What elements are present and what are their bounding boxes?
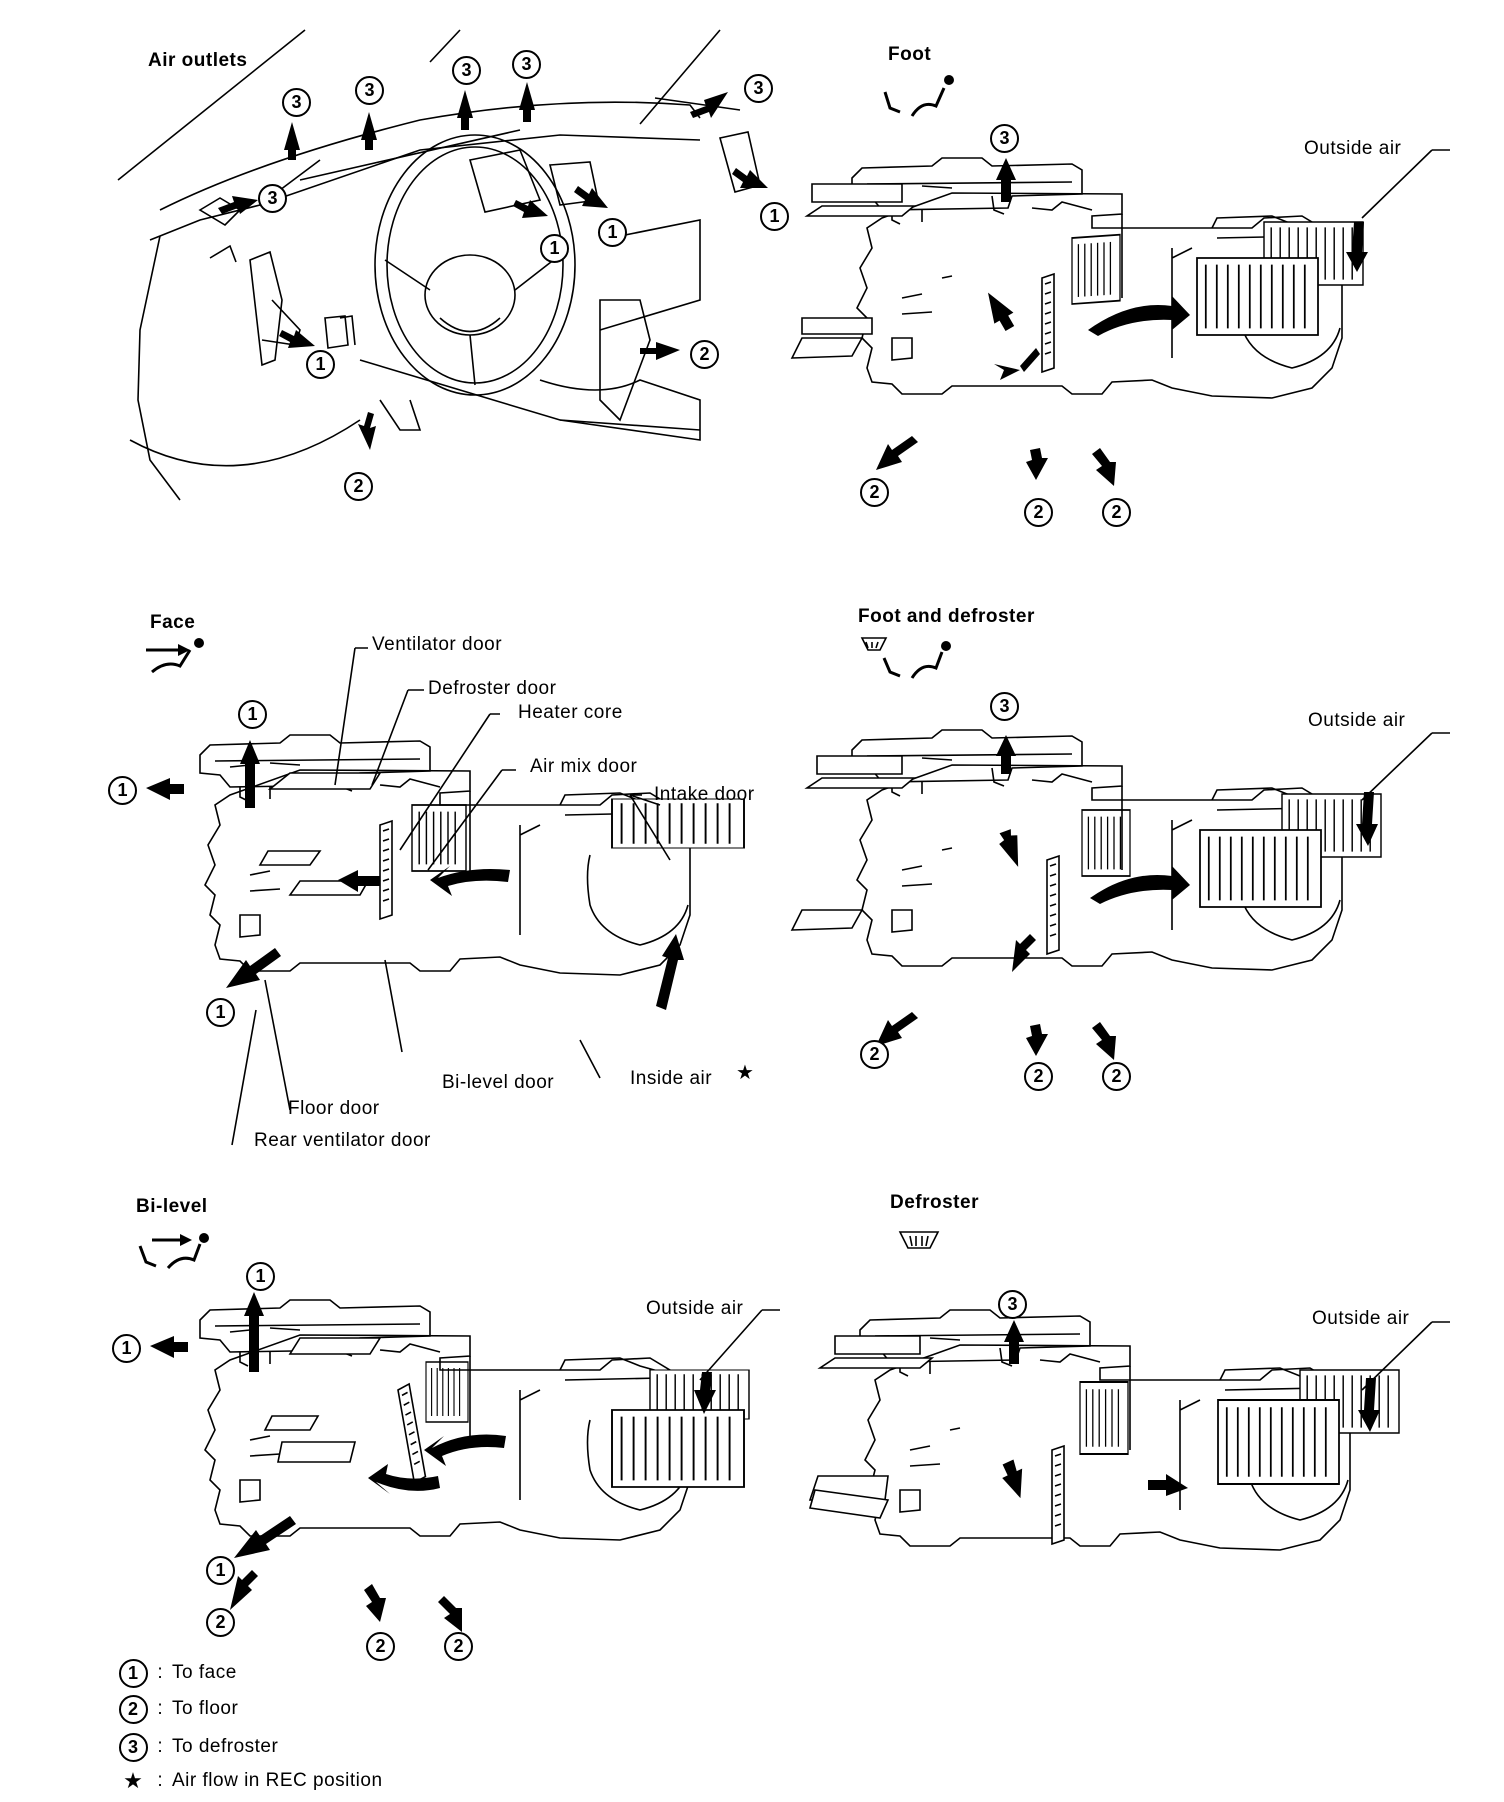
floor-door-label: Floor door: [288, 1098, 380, 1119]
to-face-marker: 1: [108, 776, 137, 805]
foot-and-defroster-outside-air-label: Outside air: [1308, 710, 1406, 731]
dashboard-drawing: [117, 29, 761, 501]
to-defroster-marker: 3: [355, 76, 384, 105]
to-floor-marker: 2: [444, 1632, 473, 1661]
to-defroster-marker: 3: [990, 124, 1019, 153]
inside-air-label: Inside air: [630, 1068, 713, 1089]
to-floor-marker: 2: [1102, 498, 1131, 527]
bi-level-title: Bi-level: [136, 1196, 208, 1217]
bi-level-outside-air-label: Outside air: [646, 1298, 744, 1319]
dashboard-arrows: [218, 82, 768, 450]
to-floor-marker: 2: [690, 340, 719, 369]
legend-symbol: 2: [118, 1694, 148, 1724]
ventilator-door-label: Ventilator door: [372, 634, 503, 655]
to-defroster-marker: 3: [452, 56, 481, 85]
legend-item-to-defroster: 3 : To defroster: [118, 1732, 278, 1762]
legend-separator: :: [157, 1698, 163, 1719]
foot-and-defroster-mode-symbol: [860, 637, 951, 679]
to-floor-marker: 2: [860, 1040, 889, 1069]
star-icon: ★: [123, 1768, 143, 1793]
to-defroster-marker: 3: [282, 88, 311, 117]
to-defroster-marker: 3: [258, 184, 287, 213]
foot-and-defroster-title: Foot and defroster: [858, 606, 1035, 627]
defroster-door-label: Defroster door: [428, 678, 557, 699]
to-face-marker: 1: [246, 1262, 275, 1291]
legend-separator: :: [157, 1736, 163, 1757]
face-unit-drawing: [199, 734, 745, 976]
foot-arrows: [876, 158, 1368, 486]
bi-level-mode-symbol: [138, 1233, 209, 1270]
to-floor-marker: 2: [344, 472, 373, 501]
legend-separator: :: [157, 1662, 163, 1683]
to-face-marker: 1: [760, 202, 789, 231]
bi-level-unit-drawing: [199, 1299, 750, 1541]
to-face-marker: 1: [598, 218, 627, 247]
to-face-marker: 1: [238, 700, 267, 729]
legend-text: To defroster: [172, 1736, 279, 1757]
legend-item-to-floor: 2 : To floor: [118, 1694, 238, 1724]
to-face-marker: 1: [112, 1334, 141, 1363]
to-face-marker: 1: [206, 998, 235, 1027]
to-floor-marker: 2: [366, 1632, 395, 1661]
to-face-marker: 1: [306, 350, 335, 379]
to-face-marker: 1: [540, 234, 569, 263]
legend-symbol: 3: [118, 1732, 148, 1762]
defroster-title: Defroster: [890, 1192, 979, 1213]
rec-star-marker: ★: [736, 1062, 755, 1084]
to-floor-marker: 2: [860, 478, 889, 507]
legend-symbol: 1: [118, 1658, 148, 1688]
legend-text: Air flow in REC position: [172, 1770, 383, 1791]
legend-text: To face: [172, 1662, 237, 1683]
defroster-callout-lines: [1361, 149, 1450, 1391]
to-floor-marker: 2: [1024, 1062, 1053, 1091]
foot-title: Foot: [888, 44, 932, 65]
legend-text: To floor: [172, 1698, 239, 1719]
air-outlets-title: Air outlets: [148, 50, 248, 71]
to-floor-marker: 2: [206, 1608, 235, 1637]
heater-core-label: Heater core: [518, 702, 623, 723]
legend-separator: :: [157, 1770, 163, 1791]
face-arrows: [146, 740, 684, 1010]
bi-level-arrows: [150, 1292, 716, 1632]
to-defroster-marker: 3: [990, 692, 1019, 721]
defroster-arrows: [1002, 1320, 1380, 1499]
to-floor-marker: 2: [1024, 498, 1053, 527]
face-mode-symbol: [146, 638, 204, 674]
foot-outside-air-label: Outside air: [1304, 138, 1402, 159]
defroster-unit-drawing: [808, 1309, 1400, 1551]
to-floor-marker: 2: [1102, 1062, 1131, 1091]
to-defroster-marker: 3: [998, 1290, 1027, 1319]
foot-and-defroster-unit-drawing: [790, 729, 1382, 971]
foot-and-defroster-arrows: [876, 735, 1378, 1060]
to-defroster-marker: 3: [512, 50, 541, 79]
face-callout-lines: [231, 647, 671, 1146]
foot-mode-symbol: [883, 75, 954, 117]
to-defroster-marker: 3: [744, 74, 773, 103]
defroster-mode-symbol: [898, 1231, 940, 1249]
to-face-marker: 1: [206, 1556, 235, 1585]
legend-item-rec-position: ★ : Air flow in REC position: [118, 1766, 383, 1796]
bi-level-door-label: Bi-level door: [442, 1072, 555, 1093]
face-title: Face: [150, 612, 196, 633]
air-mix-door-label: Air mix door: [530, 756, 638, 777]
rear-ventilator-door-label: Rear ventilator door: [254, 1130, 431, 1151]
bi-level-callout-lines: [699, 1309, 780, 1381]
defroster-outside-air-label: Outside air: [1312, 1308, 1410, 1329]
foot-unit-drawing: [790, 157, 1364, 399]
legend-item-to-face: 1 : To face: [118, 1658, 237, 1688]
intake-door-label: Intake door: [654, 784, 755, 805]
